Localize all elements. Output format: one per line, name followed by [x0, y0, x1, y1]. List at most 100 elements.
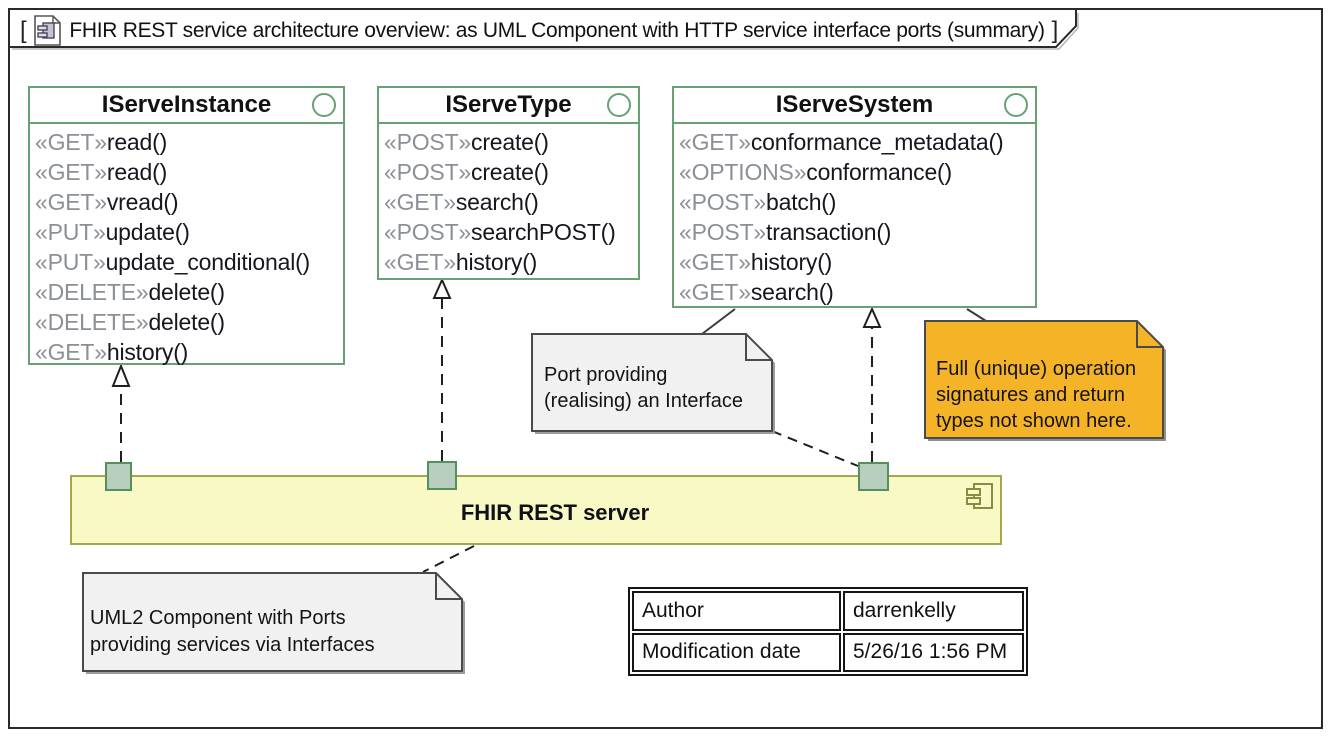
operation-name: create(): [471, 129, 549, 155]
diagram-file-icon: [34, 15, 62, 46]
note-port-shape[interactable]: [531, 333, 775, 434]
note-fold-icon: [435, 573, 462, 600]
info-table-label-modification-date: Modification date: [632, 632, 841, 672]
operation-list: «POST»create() «POST»create() «GET»searc…: [379, 124, 638, 277]
operation-name: read(): [106, 159, 168, 185]
info-table-value-author: darrenkelly: [843, 591, 1024, 631]
operation-stereotype: «PUT»: [35, 219, 106, 245]
operation-list: «GET»read() «GET»read() «GET»vread() «PU…: [30, 124, 343, 367]
operation-row: «DELETE»delete(): [35, 277, 343, 307]
anchor-note-port-to-port3: [771, 430, 859, 467]
interface-box-iserveinstance[interactable]: IServeInstance «GET»read() «GET»read() «…: [28, 86, 345, 365]
operation-row: «GET»read(): [35, 157, 343, 187]
note-line: Full (unique) operation: [936, 358, 1137, 380]
frame-title: [ FHIR REST service architecture overvie…: [20, 15, 1058, 46]
interface-lollipop-icon: [607, 93, 631, 117]
operation-row: «GET»search(): [679, 277, 1035, 307]
operation-stereotype: «POST»: [384, 129, 472, 155]
operation-name: update_conditional(): [105, 249, 311, 275]
operation-stereotype: «POST»: [384, 159, 472, 185]
interface-box-iservetype[interactable]: IServeType «POST»create() «POST»create()…: [377, 86, 640, 280]
operation-stereotype: «POST»: [384, 219, 472, 245]
anchor-note-signatures: [966, 308, 987, 322]
note-port-providing: Port providing (realising) an Interface: [544, 362, 743, 414]
realization-arrow-icon: [111, 363, 131, 387]
operation-stereotype: «OPTIONS»: [679, 159, 807, 185]
realization-arrow-icon: [862, 306, 882, 328]
operation-stereotype: «POST»: [679, 189, 767, 215]
interface-lollipop-icon: [1004, 93, 1028, 117]
operation-row: «GET»read(): [35, 127, 343, 157]
interface-box-iservesystem[interactable]: IServeSystem «GET»conformance_metadata()…: [672, 86, 1037, 308]
operation-name: delete(): [148, 309, 225, 335]
operation-name: history(): [106, 339, 189, 365]
operation-row: «GET»search(): [384, 187, 638, 217]
anchor-note-uml2: [422, 545, 475, 573]
operation-stereotype: «GET»: [679, 279, 751, 305]
operation-row: «POST»batch(): [679, 187, 1035, 217]
operation-name: conformance_metadata(): [750, 129, 1004, 155]
operation-name: history(): [750, 249, 833, 275]
operation-stereotype: «GET»: [679, 249, 751, 275]
operation-row: «GET»history(): [35, 337, 343, 367]
port-iservesystem[interactable]: [858, 462, 889, 491]
operation-name: delete(): [148, 279, 225, 305]
operation-row: «POST»create(): [384, 157, 638, 187]
note-line: Port providing: [544, 364, 668, 386]
operation-name: create(): [471, 159, 549, 185]
operation-name: vread(): [106, 189, 179, 215]
operation-name: search(): [750, 279, 834, 305]
operation-stereotype: «GET»: [679, 129, 751, 155]
note-line: signatures and return: [936, 384, 1126, 406]
operation-name: read(): [106, 129, 168, 155]
interface-name: IServeSystem: [775, 91, 934, 118]
info-table-value-modification-date: 5/26/16 1:56 PM: [843, 632, 1024, 672]
note-line: UML2 Component with Ports: [90, 607, 346, 629]
note-uml2-shape[interactable]: [82, 572, 465, 674]
operation-row: «GET»history(): [679, 247, 1035, 277]
operation-row: «OPTIONS»conformance(): [679, 157, 1035, 187]
operation-row: «PUT»update(): [35, 217, 343, 247]
note-line: (realising) an Interface: [544, 390, 743, 412]
operation-stereotype: «GET»: [384, 249, 456, 275]
title-bracket-open: [: [20, 16, 27, 44]
operation-name: searchPOST(): [471, 219, 616, 245]
operation-name: history(): [455, 249, 538, 275]
frame-title-text: FHIR REST service architecture overview:…: [69, 18, 1045, 42]
interface-lollipop-icon: [312, 93, 336, 117]
uml-component-icon: [966, 483, 993, 509]
note-signatures: Full (unique) operation signatures and r…: [936, 356, 1136, 434]
operation-stereotype: «GET»: [384, 189, 456, 215]
operation-name: conformance(): [806, 159, 952, 185]
operation-stereotype: «PUT»: [35, 249, 106, 275]
operation-name: update(): [105, 219, 190, 245]
operation-name: transaction(): [766, 219, 892, 245]
port-iserveinstance[interactable]: [105, 462, 132, 491]
realization-arrow-icon: [432, 277, 452, 299]
interface-name: IServeType: [445, 91, 572, 118]
note-line: providing services via Interfaces: [90, 634, 375, 656]
component-label: FHIR REST server: [460, 500, 650, 525]
operation-stereotype: «GET»: [35, 339, 107, 365]
info-table-label-author: Author: [632, 591, 841, 631]
operation-row: «POST»create(): [384, 127, 638, 157]
operation-row: «POST»searchPOST(): [384, 217, 638, 247]
port-iservetype[interactable]: [427, 461, 457, 490]
operation-stereotype: «GET»: [35, 129, 107, 155]
operation-row: «POST»transaction(): [679, 217, 1035, 247]
operation-list: «GET»conformance_metadata() «OPTIONS»con…: [674, 124, 1035, 307]
interface-name: IServeInstance: [101, 91, 272, 118]
operation-row: «DELETE»delete(): [35, 307, 343, 337]
note-line: types not shown here.: [936, 410, 1132, 432]
operation-stereotype: «POST»: [679, 219, 767, 245]
diagram-info-table[interactable]: Author darrenkelly Modification date 5/2…: [628, 587, 1028, 676]
note-fold-icon: [1136, 321, 1163, 348]
anchor-note-port-to-system: [701, 308, 736, 335]
note-signatures-shape[interactable]: [924, 320, 1166, 441]
note-uml2-component: UML2 Component with Ports providing serv…: [90, 605, 375, 659]
operation-row: «PUT»update_conditional(): [35, 247, 343, 277]
note-fold-icon: [745, 334, 772, 361]
operation-stereotype: «DELETE»: [35, 309, 149, 335]
